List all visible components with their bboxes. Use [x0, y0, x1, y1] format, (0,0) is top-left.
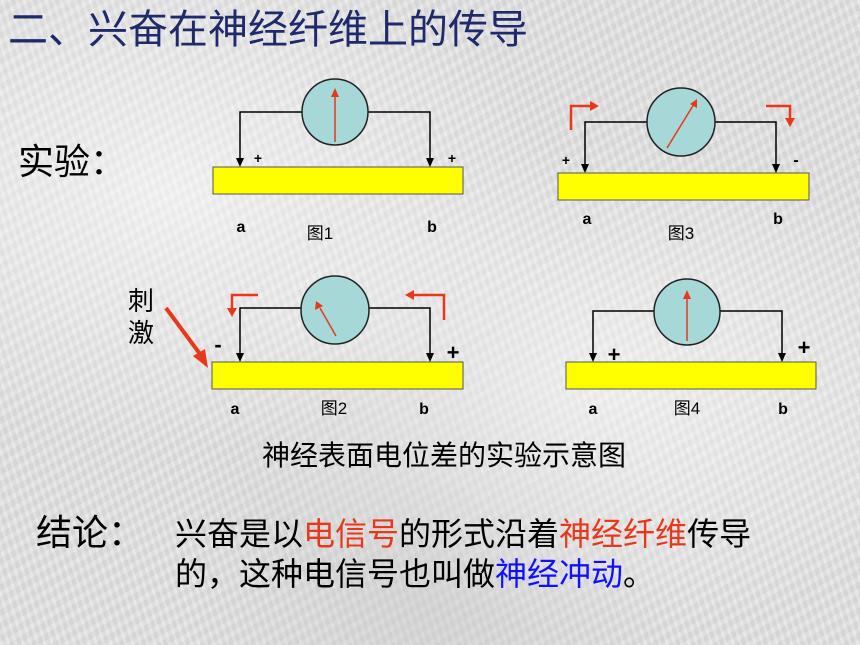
- fig3-current-arrow-right: [766, 104, 792, 120]
- fig1-wire-left: [239, 111, 302, 160]
- conclusion-label: 结论：: [36, 513, 145, 554]
- highlight-electric-signal: 电信号: [303, 515, 400, 553]
- conclusion-text: 兴奋是以电信号的形式沿着神经纤维传导 的，这种电信号也叫做神经冲动。: [175, 514, 795, 594]
- stimulus-arrow-head: [193, 349, 208, 368]
- fig1-point-a: a: [237, 219, 246, 236]
- fig2-needle: [319, 307, 337, 337]
- fig3-point-a: a: [583, 211, 592, 228]
- fig3-current-arrow-left: [569, 104, 592, 130]
- fig2-galvanometer: [300, 275, 370, 345]
- fig2-needle-tip: [315, 301, 323, 310]
- conclusion-text-part: 兴奋是以: [175, 515, 304, 553]
- stimulus-label: 刺激: [128, 287, 155, 349]
- fig4-wire-right-tip: [778, 353, 786, 362]
- conclusion-text-part: 的，这种电信号也叫做: [175, 555, 496, 593]
- fig2-sign-a: -: [214, 332, 221, 357]
- conclusion-text-part: 的形式沿着: [399, 515, 560, 553]
- stimulus-arrow: [164, 306, 202, 356]
- fig1-nerve-fiber: [212, 166, 464, 195]
- fig3-needle-tip: [690, 99, 697, 108]
- fig1-wire-left-tip: [236, 158, 244, 167]
- highlight-nerve-fiber: 神经纤维: [559, 515, 688, 553]
- fig4-wire-right: [720, 310, 783, 355]
- fig1-sign-a: +: [254, 150, 262, 166]
- fig1-wire-right: [368, 111, 431, 160]
- fig3-needle: [666, 103, 695, 149]
- fig2-current-arrow-left: [230, 293, 258, 310]
- fig2-point-b: b: [419, 401, 429, 418]
- fig2-wire-right: [368, 307, 431, 355]
- fig3-label: 图3: [668, 224, 694, 243]
- figure-3: + - a b 图3: [557, 87, 810, 243]
- fig4-wire-left-tip: [589, 353, 597, 362]
- fig3-current-arrow-left-head: [590, 101, 599, 111]
- fig1-needle-tip: [331, 88, 339, 97]
- fig4-needle-tip: [683, 290, 691, 299]
- fig3-galvanometer: [646, 87, 716, 157]
- fig3-wire-right: [714, 121, 777, 166]
- fig3-sign-a: +: [562, 152, 570, 168]
- fig4-point-b: b: [778, 401, 788, 418]
- diagram-caption: 神经表面电位差的实验示意图: [262, 439, 627, 472]
- fig4-label: 图4: [674, 399, 700, 418]
- fig2-current-arrow-right-head: [405, 290, 414, 300]
- figure-1: + + a b 图1: [212, 78, 464, 243]
- fig2-sign-b: +: [447, 340, 460, 365]
- experiment-label: 实验：: [18, 142, 127, 183]
- fig3-nerve-fiber: [557, 172, 810, 201]
- fig3-sign-b: -: [793, 152, 798, 169]
- fig3-current-arrow-right-head: [785, 118, 795, 127]
- conclusion-text-part: 传导: [687, 515, 752, 553]
- conclusion-text-part: 。: [623, 555, 656, 593]
- fig2-wire-left: [239, 307, 302, 355]
- fig1-point-b: b: [427, 219, 437, 236]
- fig2-point-a: a: [231, 401, 240, 418]
- fig3-wire-left: [584, 121, 648, 166]
- fig2-wire-left-tip: [236, 353, 244, 362]
- fig1-sign-b: +: [448, 150, 456, 166]
- conclusion-line-1: 兴奋是以电信号的形式沿着神经纤维传导: [175, 514, 795, 554]
- fig2-label: 图2: [321, 399, 347, 418]
- conclusion-line-2: 的，这种电信号也叫做神经冲动。: [175, 554, 795, 594]
- fig2-nerve-fiber: [211, 361, 464, 390]
- fig3-wire-right-tip: [772, 164, 780, 173]
- fig4-nerve-fiber: [565, 361, 817, 390]
- fig1-wire-right-tip: [426, 158, 434, 167]
- fig2-current-arrow-left-head: [227, 308, 237, 317]
- fig4-point-a: a: [589, 401, 598, 418]
- fig4-wire-left: [592, 310, 654, 355]
- fig1-label: 图1: [307, 224, 333, 243]
- fig2-wire-right-tip: [426, 353, 434, 362]
- figure-2: - + a b 图2: [164, 275, 464, 418]
- slide-title: 二、兴奋在神经纤维上的传导: [8, 7, 528, 53]
- fig3-wire-left-tip: [581, 164, 589, 173]
- fig4-sign-a: +: [608, 342, 621, 367]
- fig3-point-b: b: [773, 211, 783, 228]
- fig2-current-arrow-right: [412, 293, 446, 320]
- figure-4: + + a b 图4: [565, 278, 817, 418]
- highlight-nerve-impulse: 神经冲动: [495, 555, 624, 593]
- fig4-sign-b: +: [798, 335, 811, 360]
